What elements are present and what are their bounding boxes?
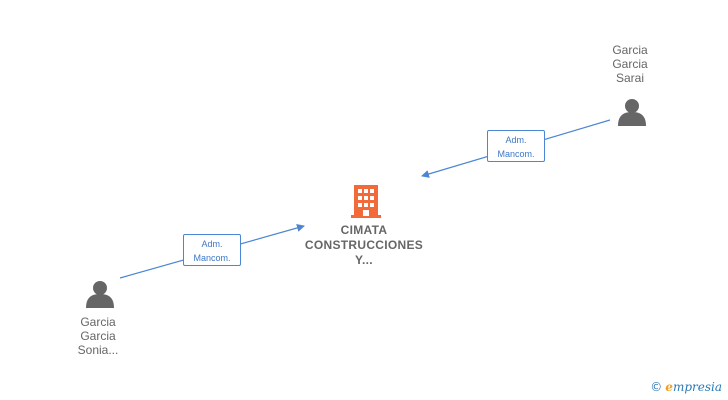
edge-label-line: Adm. [505, 135, 527, 145]
person-icon[interactable] [618, 99, 646, 126]
brand-name: mpresia [672, 380, 722, 394]
person-name-line: Sonia... [77, 343, 119, 357]
empresia-watermark: ©empresia [650, 380, 722, 394]
company-name-line: CONSTRUCCIONES [304, 238, 424, 252]
person-name-line: Garcia [612, 43, 648, 57]
edge-label-bottom[interactable]: Adm. Mancom. [183, 234, 241, 266]
company-name-line: CIMATA [340, 223, 388, 237]
edge-label-top[interactable]: Adm. Mancom. [487, 130, 545, 162]
edge-label-line: Adm. [201, 239, 223, 249]
edge-label-line: Mancom. [497, 149, 535, 159]
copyright-icon: © [650, 380, 663, 394]
person-label-sarai[interactable]: Garcia Garcia Sarai [570, 43, 690, 85]
person-label-sonia[interactable]: Garcia Garcia Sonia... [38, 315, 158, 357]
person-name-line: Sarai [615, 71, 644, 85]
edge-label-line: Mancom. [193, 253, 231, 263]
brand-initial: e [665, 380, 673, 394]
building-icon[interactable] [351, 185, 381, 218]
person-name-line: Garcia [80, 315, 116, 329]
person-name-line: Garcia [80, 329, 116, 343]
person-name-line: Garcia [612, 57, 648, 71]
person-icon[interactable] [86, 281, 114, 308]
company-name-line: Y... [355, 253, 373, 267]
company-label[interactable]: CIMATA CONSTRUCCIONES Y... [284, 223, 444, 268]
